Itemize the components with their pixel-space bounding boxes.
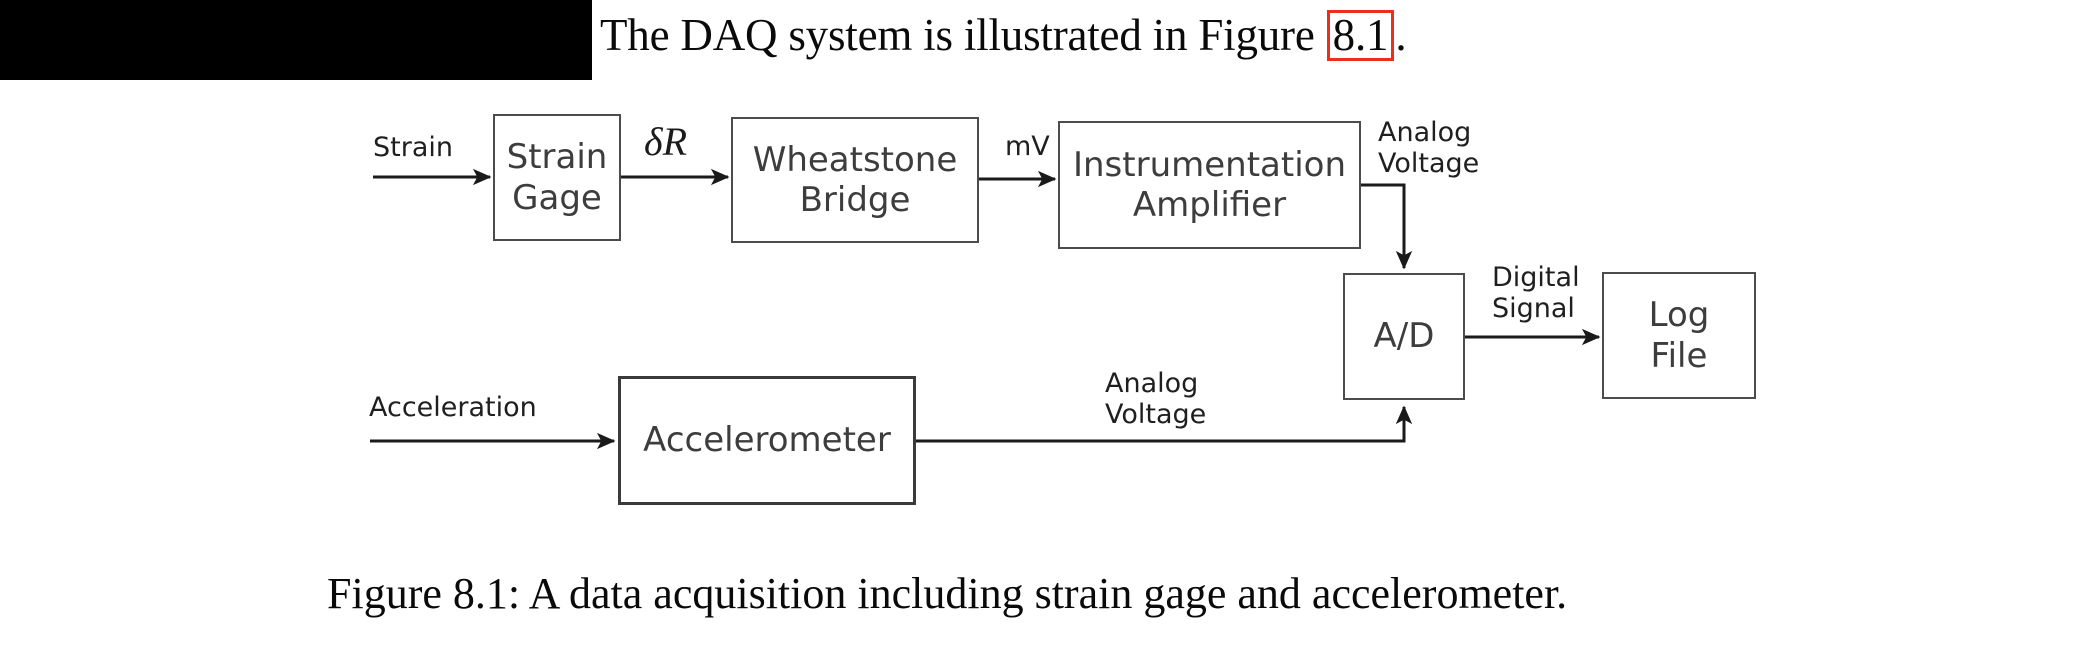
body-sentence: The DAQ system is illustrated in Figure … <box>600 6 1407 64</box>
block-analog-to-digital[interactable]: A/D <box>1343 273 1465 400</box>
block-instrumentation-amplifier[interactable]: Instrumentation Amplifier <box>1058 121 1361 249</box>
label-digital-signal: Digital Signal <box>1492 262 1580 325</box>
figure-reference-link[interactable]: 8.1 <box>1326 10 1395 62</box>
edge-inst-amp-to-ad <box>1361 183 1413 270</box>
label-millivolt: mV <box>1005 131 1050 162</box>
body-sentence-suffix: . <box>1395 10 1407 60</box>
edge-accelerometer-to-ad <box>916 405 1413 443</box>
block-log-file[interactable]: Log File <box>1602 272 1756 399</box>
label-analog-voltage-top: Analog Voltage <box>1378 117 1480 180</box>
body-sentence-prefix: The DAQ system is illustrated in Figure <box>600 10 1326 60</box>
label-strain: Strain <box>373 132 453 163</box>
redaction-bar <box>0 0 592 80</box>
block-strain-gage[interactable]: Strain Gage <box>493 114 621 241</box>
label-analog-voltage-bottom: Analog Voltage <box>1105 368 1207 431</box>
block-wheatstone-bridge[interactable]: Wheatstone Bridge <box>731 117 979 243</box>
label-delta-r: δR <box>644 119 688 164</box>
block-accelerometer[interactable]: Accelerometer <box>618 376 916 505</box>
label-acceleration: Acceleration <box>369 392 537 423</box>
figure-caption: Figure 8.1: A data acquisition including… <box>327 569 1568 618</box>
